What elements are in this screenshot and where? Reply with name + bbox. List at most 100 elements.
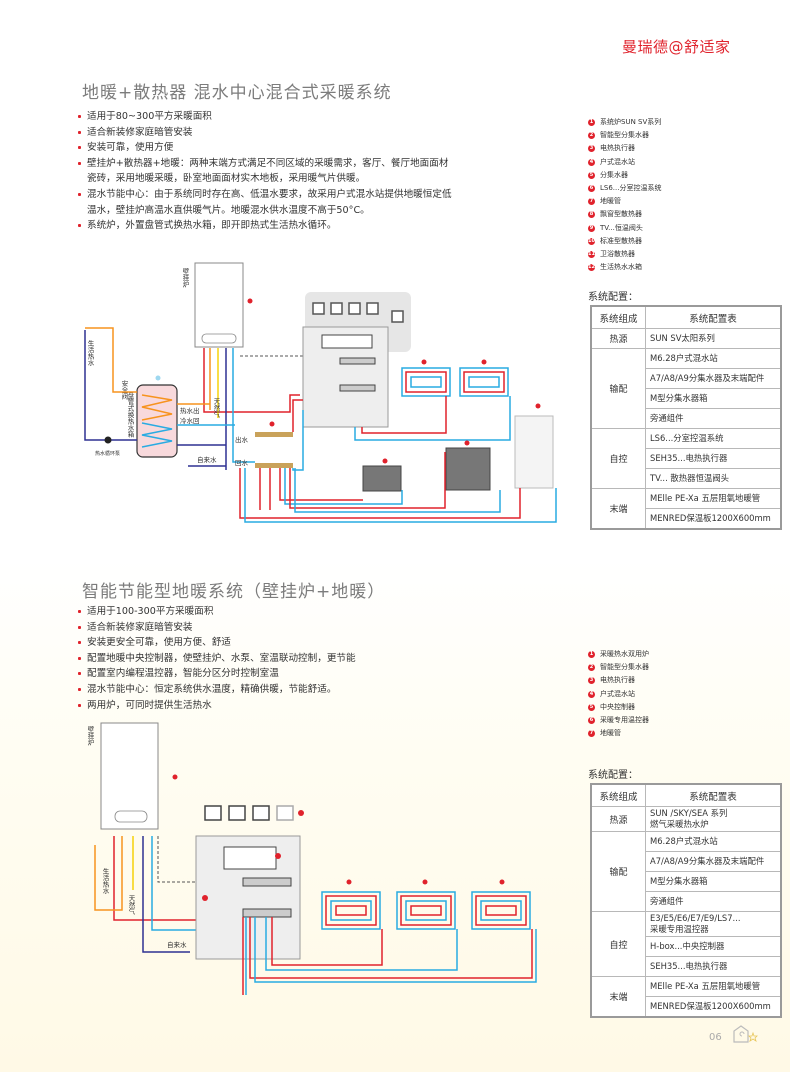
marker-number-icon: 3 — [588, 145, 595, 153]
bullet-item: 安装可靠，使用方便 — [78, 140, 457, 156]
group-cell: 末端 — [590, 488, 646, 530]
group-cell: 输配 — [590, 831, 646, 912]
label-hot-water-out: 热水出 — [180, 406, 200, 415]
underfloor-loop — [401, 367, 451, 397]
marker-number-icon: 7 — [588, 730, 595, 738]
legend-item: 7 地暖管 — [588, 727, 649, 740]
room-thermostats-2 — [204, 805, 294, 821]
legend-label: 飘窗型散热器 — [600, 210, 642, 219]
circulation-pump — [104, 436, 112, 444]
legend-label: 生活热水水箱 — [600, 263, 642, 272]
marker-number-icon: 4 — [588, 158, 595, 166]
bullet-item: 壁挂炉+散热器+地暖：两种末端方式满足不同区域的采暖需求，客厅、餐厅地面面材瓷砖… — [78, 156, 457, 187]
hot-water-tank — [136, 384, 178, 458]
label-domestic-hot-water-2: 生活热水 — [101, 867, 109, 895]
table-row: MENRED保温板1200X600mm — [591, 508, 782, 530]
marker-number-icon: 2 — [588, 664, 595, 672]
legend-label: 户式混水站 — [600, 689, 635, 698]
marker-number-icon: 11 — [588, 250, 595, 258]
label-return: 回水 — [235, 458, 249, 467]
label-domestic-hot-water: 生活热水 — [86, 339, 94, 367]
legend-item: 5 分集水器 — [588, 169, 661, 182]
section1-config-label: 系统配置： — [588, 292, 638, 303]
section2-config-label: 系统配置： — [588, 770, 638, 781]
legend-item: 2 智能型分集水器 — [588, 661, 649, 674]
underfloor-loop — [471, 891, 531, 930]
section1-diagram: 壁挂炉 热水出 冷水回 天然气 安全阀 盘管式换热水箱 热水循环泵 生活热水 自… — [84, 262, 557, 523]
legend-label: 采暖热水双用炉 — [600, 650, 649, 658]
section2-title: 智能节能型地暖系统（壁挂炉+地暖） — [82, 582, 386, 602]
legend-label: 电热执行器 — [600, 144, 635, 153]
item-cell: MElle PE-Xa 五层阻氧地暖管 — [645, 976, 782, 997]
room-thermostats — [312, 302, 404, 323]
label-circ-pump: 热水循环泵 — [95, 450, 120, 457]
label-boiler: 壁挂炉 — [181, 267, 189, 289]
legend-label: 地暖管 — [600, 729, 621, 738]
bullet-item: 适合新装修家庭暗管安装 — [78, 620, 457, 636]
boiler-control-panel — [201, 333, 237, 344]
underfloor-loop — [396, 891, 456, 930]
marker-number-icon: 5 — [588, 703, 595, 711]
legend-item: 1 采暖热水双用炉 — [588, 648, 649, 661]
towel-radiator — [514, 415, 554, 489]
group-cell: 热源 — [590, 806, 646, 832]
item-cell: SUN /SKY/SEA 系列 燃气采暖热水炉 — [645, 806, 782, 832]
marker-number-icon: 9 — [588, 224, 595, 232]
label-safety-valve: 安全阀 — [120, 379, 128, 401]
table-row: MENRED保温板1200X600mm — [591, 996, 782, 1018]
item-cell: MENRED保温板1200X600mm — [645, 996, 782, 1018]
bullet-item: 适用于80~300平方采暖面积 — [78, 109, 457, 125]
group-cell: 自控 — [590, 428, 646, 489]
legend-label: 采暖专用温控器 — [600, 715, 649, 724]
marker-number-icon: 7 — [588, 198, 595, 206]
legend-item: 3 电热执行器 — [588, 142, 661, 155]
section1-title: 地暖+散热器 混水中心混合式采暖系统 — [82, 83, 392, 103]
underfloor-loop — [321, 891, 381, 930]
manifold-supply — [255, 432, 293, 437]
legend-label: 智能型分集水器 — [600, 663, 649, 672]
bullet-item: 系统炉，外置盘管式换热水箱，即开即热式生活热水循环。 — [78, 218, 457, 234]
legend-label: 智能型分集水器 — [600, 131, 649, 140]
marker-number-icon: 6 — [588, 717, 595, 725]
manifold-return — [255, 463, 293, 468]
legend-label: 分集水器 — [600, 170, 628, 179]
label-tank: 盘管式换热水箱 — [126, 391, 134, 439]
marker-number-icon: 2 — [588, 132, 595, 140]
label-tap-water-2: 自来水 — [167, 940, 187, 949]
page-number: 06 — [709, 1032, 722, 1043]
bullet-item: 配置地暖中央控制器，使壁挂炉、水泵、室温联动控制，更节能 — [78, 651, 457, 667]
bullet-item: 混水节能中心：由于系统同时存在高、低温水要求，故采用户式混水站提供地暖恒定低温水… — [78, 187, 457, 218]
bullet-item: 配置室内编程温控器，智能分区分时控制室温 — [78, 666, 457, 682]
bullet-item: 混水节能中心：恒定系统供水温度，精确供暖，节能舒适。 — [78, 682, 457, 698]
label-tap-water: 自来水 — [197, 455, 217, 464]
marker-1 — [247, 298, 253, 304]
label-supply: 出水 — [235, 435, 249, 444]
bullet-item: 适用于100-300平方采暖面积 — [78, 604, 457, 620]
bullet-item: 两用炉，可同时提供生活热水 — [78, 698, 457, 714]
marker-number-icon: 5 — [588, 171, 595, 179]
underfloor-loop — [459, 367, 509, 397]
house-logo-icon — [733, 1025, 758, 1043]
marker-number-icon: 1 — [588, 651, 595, 659]
brand-logo-text: 曼瑞德@舒适家 — [622, 38, 731, 56]
label-boiler-2: 壁挂炉 — [86, 725, 94, 747]
label-gas: 天然气 — [212, 398, 220, 418]
legend-label: 地暖管 — [600, 197, 621, 206]
